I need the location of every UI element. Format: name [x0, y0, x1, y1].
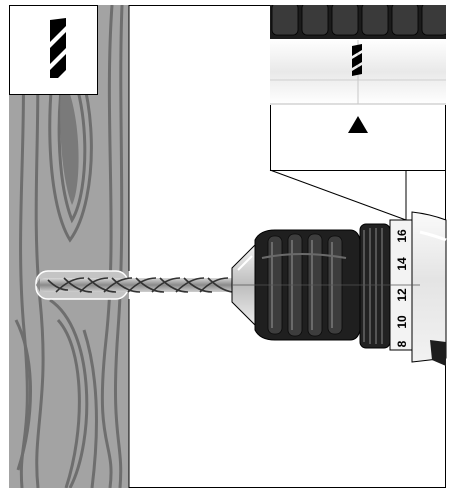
clutch-ring [359, 223, 391, 349]
selected-mode-glyph [352, 44, 362, 76]
clutch-detail-inset [270, 5, 446, 171]
drill-mode-icon [50, 18, 66, 78]
scale-label-8: 8 [395, 340, 409, 347]
scale-label-14: 14 [395, 257, 409, 271]
drill-mode-icon-box [9, 5, 98, 95]
pointer-arrow-icon [348, 116, 368, 133]
drill-body [411, 211, 447, 366]
callout-lines [269, 169, 407, 221]
scale-label-16: 16 [395, 229, 409, 243]
scale-label-12: 12 [395, 288, 409, 302]
drill-bit [36, 277, 240, 293]
scale-label-10: 10 [395, 315, 409, 329]
